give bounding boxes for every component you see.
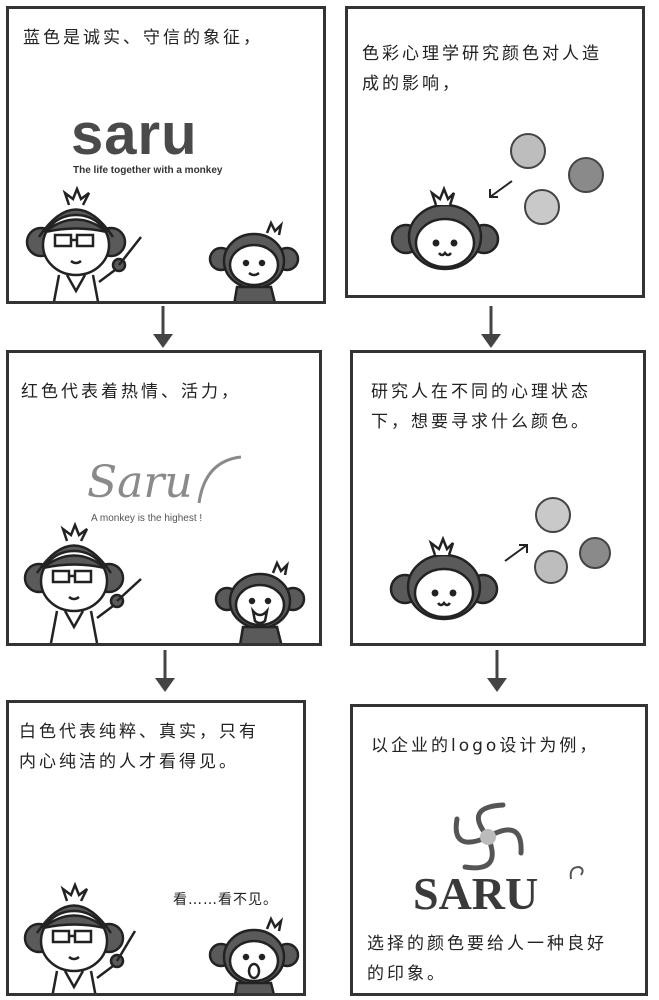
monkey-face-illustration [390, 185, 500, 271]
panel-2-caption: 色彩心理学研究颜色对人造 成的影响， [362, 44, 602, 94]
color-circles-illustration [534, 497, 611, 584]
comic-panel-2: 色彩心理学研究颜色对人造 成的影响， [345, 6, 645, 298]
monkey-face-illustration [389, 535, 499, 621]
panel-6-caption: 以企业的logo设计为例， [371, 736, 600, 756]
down-arrow-icon [487, 650, 507, 692]
saru-script-logo-text: Saru [87, 457, 193, 508]
saru-serif-logo-text: SARU [413, 868, 539, 919]
panel-4-caption: 研究人在不同的心理状态 下，想要寻求什么颜色。 [371, 382, 591, 432]
color-circles-illustration [510, 133, 604, 225]
pointer-arrow-icon [489, 180, 513, 198]
panel-5-caption: 白色代表纯粹、真实，只有 内心纯洁的人才看得见。 [19, 722, 259, 772]
small-monkey-illustration [214, 559, 306, 643]
monkey-speech-text: 看……看不见。 [173, 892, 278, 908]
pointer-arrow-icon [504, 544, 528, 562]
down-arrow-icon [155, 650, 175, 692]
teacher-monkey-illustration [23, 881, 137, 993]
down-arrow-icon [153, 306, 173, 348]
panel-1-caption: 蓝色是诚实、守信的象征， [23, 28, 263, 48]
comic-panel-1: 蓝色是诚实、守信的象征， saru The life together with… [6, 6, 326, 304]
comic-panel-4: 研究人在不同的心理状态 下，想要寻求什么颜色。 [350, 350, 646, 646]
saru-logo-text: saru [71, 102, 198, 167]
small-monkey-illustration [208, 915, 300, 993]
saru-logo-tagline: The life together with a monkey [73, 165, 223, 176]
panel-6-conclusion: 选择的颜色要给人一种良好 的印象。 [367, 934, 607, 984]
swirl-logo-icon [453, 802, 524, 871]
down-arrow-icon [481, 306, 501, 348]
comic-panel-5: 白色代表纯粹、真实，只有 内心纯洁的人才看得见。 看……看不见。 [6, 700, 306, 996]
swoosh-logo-icon [197, 455, 242, 504]
comic-panel-6: 以企业的logo设计为例， SARU 选择的颜色要给人一种良好 的印象。 [350, 704, 648, 996]
teacher-monkey-illustration [25, 185, 142, 301]
comic-panel-3: 红色代表着热情、活力， Saru A monkey is the highest… [6, 350, 322, 646]
saru-script-tagline: A monkey is the highest ! [91, 513, 203, 524]
teacher-monkey-illustration [23, 521, 142, 643]
curl-logo-icon [569, 865, 584, 880]
panel-3-caption: 红色代表着热情、活力， [21, 382, 241, 402]
small-monkey-illustration [208, 219, 300, 301]
